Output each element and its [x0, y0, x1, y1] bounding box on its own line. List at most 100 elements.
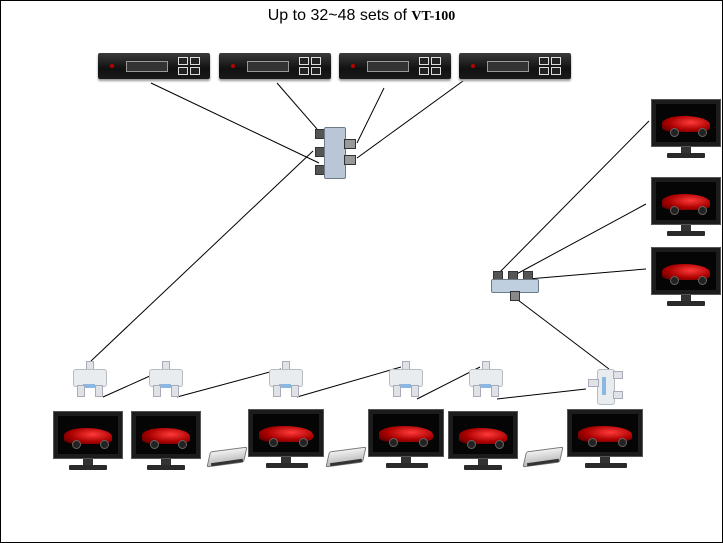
- tv-right: [651, 247, 721, 309]
- lcd-display: [487, 61, 529, 72]
- tv-bezel: [567, 409, 643, 457]
- tap-splitter: [67, 359, 111, 399]
- cable-splitter-tap6: [513, 296, 610, 370]
- tv-neck: [681, 147, 691, 153]
- wheel-icon: [670, 276, 679, 285]
- wheel-icon: [467, 440, 476, 449]
- tap-splitter: [263, 359, 307, 399]
- tv-right: [651, 177, 721, 239]
- button-icon: [431, 57, 441, 65]
- tv-stand: [386, 463, 428, 468]
- cable-vt1-combiner: [150, 82, 320, 164]
- cable-tap2-tap3: [176, 368, 282, 398]
- port-icon: [273, 385, 281, 397]
- tv-stand: [464, 465, 502, 470]
- tv-bottom: [131, 411, 201, 473]
- port-icon: [473, 385, 481, 397]
- wheel-icon: [389, 438, 398, 447]
- splitter-label: [479, 384, 491, 388]
- port-icon: [510, 291, 520, 301]
- wheel-icon: [178, 440, 187, 449]
- wheel-icon: [670, 206, 679, 215]
- tv-stand: [667, 301, 705, 306]
- set-top-box: [206, 445, 248, 468]
- splitter-label: [399, 384, 411, 388]
- tv-screen: [58, 416, 118, 454]
- cable-tap5-tap6: [496, 388, 587, 400]
- button-icon: [311, 57, 321, 65]
- tv-screen: [656, 252, 716, 290]
- cable-vt4-combiner: [356, 80, 464, 159]
- wheel-icon: [698, 276, 707, 285]
- tv-bottom: [368, 409, 444, 471]
- vt100-unit: [459, 53, 571, 79]
- tv-screen: [253, 414, 319, 452]
- wheel-icon: [698, 206, 707, 215]
- tv-screen: [656, 104, 716, 142]
- button-icon: [178, 57, 188, 65]
- tv-bottom: [53, 411, 123, 473]
- tv-screen: [572, 414, 638, 452]
- port-icon: [613, 391, 623, 399]
- cable-vt3-combiner: [356, 87, 385, 144]
- tv-stand: [585, 463, 627, 468]
- port-icon: [153, 385, 161, 397]
- cable-splitter-tv-r1: [494, 120, 650, 278]
- tv-neck: [478, 459, 488, 465]
- tv-stand: [147, 465, 185, 470]
- tv-bezel: [448, 411, 518, 459]
- splitter-body: [469, 369, 503, 388]
- cable-tap3-tap4: [296, 366, 402, 398]
- splitter-body: [389, 369, 423, 388]
- cable-splitter-tv-r3: [527, 268, 647, 280]
- set-top-box: [522, 445, 564, 468]
- button-icon: [431, 67, 441, 75]
- wheel-icon: [299, 438, 308, 447]
- port-icon: [291, 385, 299, 397]
- port-icon: [171, 385, 179, 397]
- button-icon: [190, 67, 200, 75]
- button-icon: [539, 57, 549, 65]
- tap-splitter: [143, 359, 187, 399]
- splitter-3way: [487, 269, 543, 301]
- tv-bezel: [368, 409, 444, 457]
- tv-bottom: [248, 409, 324, 471]
- splitter-label: [279, 384, 291, 388]
- power-led-icon: [231, 64, 235, 68]
- tv-screen: [453, 416, 513, 454]
- port-icon: [393, 385, 401, 397]
- port-icon: [491, 385, 499, 397]
- button-icon: [299, 67, 309, 75]
- button-icon: [311, 67, 321, 75]
- vt100-unit: [339, 53, 451, 79]
- tv-bottom: [567, 409, 643, 471]
- cable-combiner-tap1: [90, 150, 314, 362]
- tv-neck: [161, 459, 171, 465]
- splitter-label: [602, 377, 606, 395]
- splitter-body: [149, 369, 183, 388]
- wheel-icon: [269, 438, 278, 447]
- port-icon: [95, 385, 103, 397]
- lcd-display: [126, 61, 168, 72]
- splitter-label: [159, 384, 171, 388]
- tap-splitter: [463, 359, 507, 399]
- tv-screen: [373, 414, 439, 452]
- tv-neck: [600, 457, 610, 463]
- button-icon: [178, 67, 188, 75]
- wheel-icon: [150, 440, 159, 449]
- wheel-icon: [72, 440, 81, 449]
- tap-splitter-vertical: [587, 363, 623, 409]
- port-icon: [588, 379, 599, 387]
- tv-screen: [136, 416, 196, 454]
- tv-bezel: [53, 411, 123, 459]
- splitter-body: [269, 369, 303, 388]
- wheel-icon: [100, 440, 109, 449]
- button-icon: [539, 67, 549, 75]
- lcd-display: [367, 61, 409, 72]
- tv-neck: [83, 459, 93, 465]
- tap-splitter: [383, 359, 427, 399]
- splitter-body: [73, 369, 107, 388]
- cable-vt2-combiner: [276, 82, 318, 130]
- wheel-icon: [495, 440, 504, 449]
- tv-bezel: [248, 409, 324, 457]
